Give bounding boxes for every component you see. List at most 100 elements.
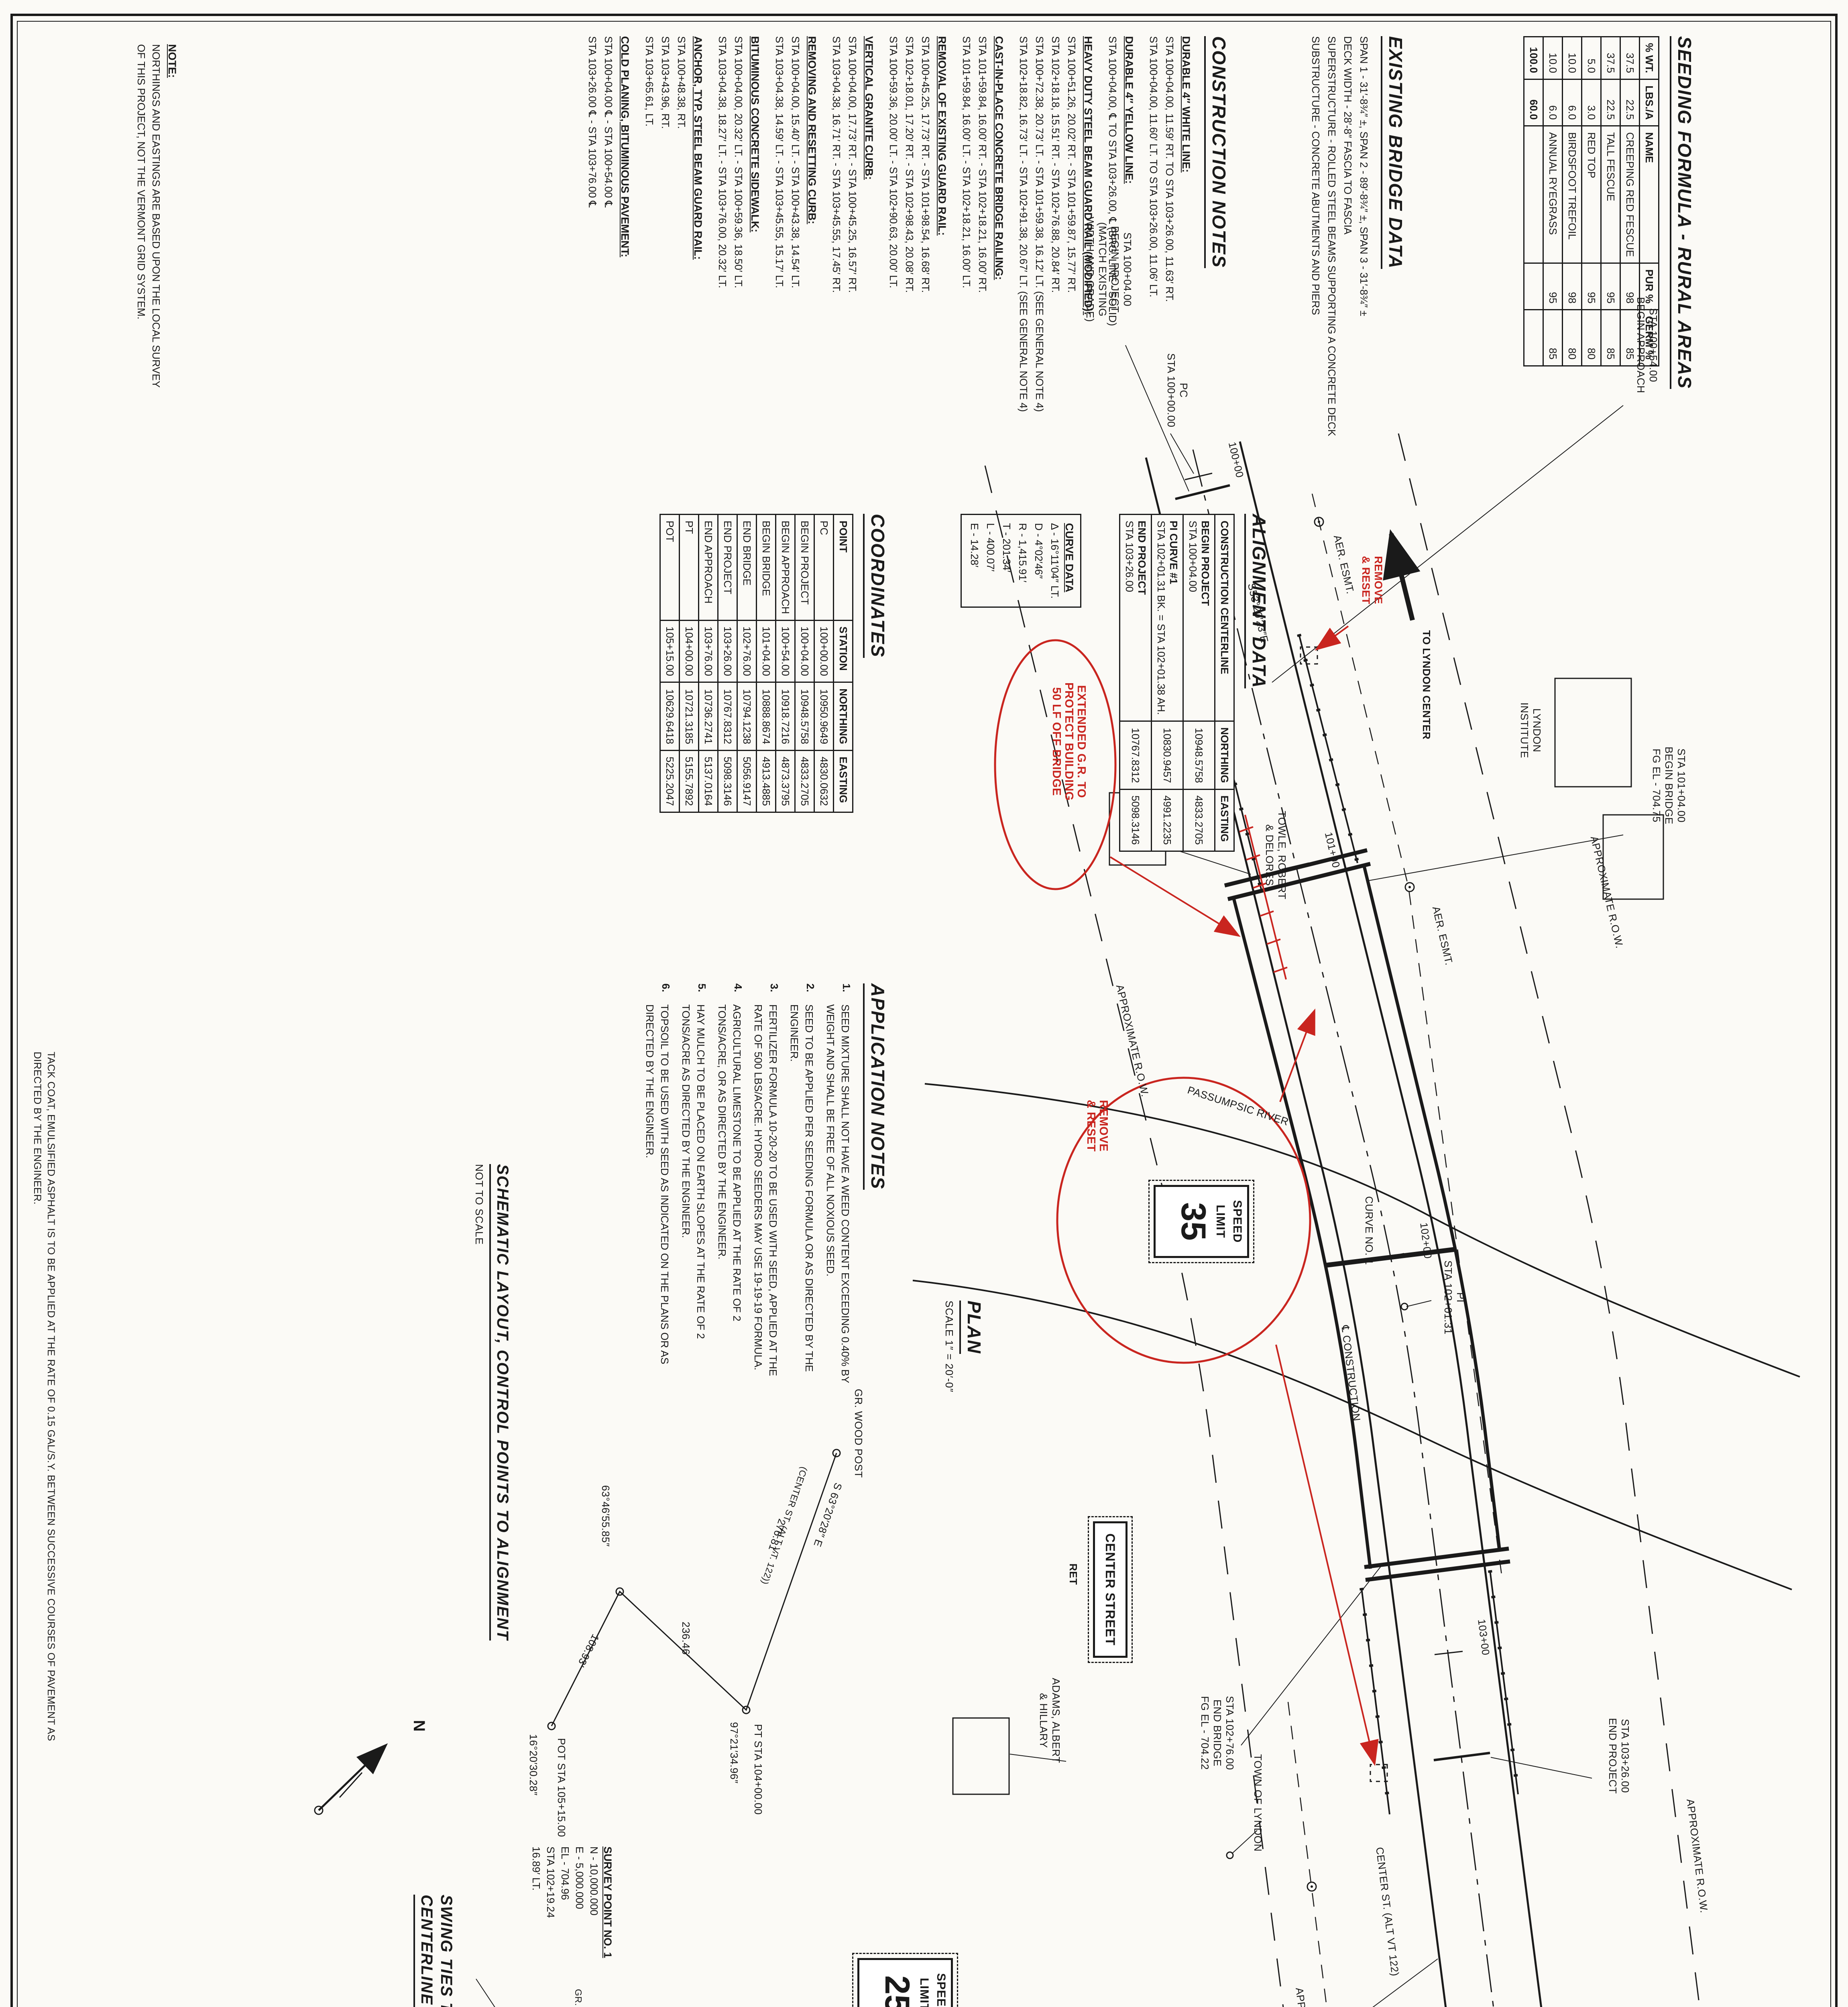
swing-tag: GR. WOOD POST [572, 1989, 584, 2007]
direction-arrows [1383, 529, 1421, 621]
coordinates-heading: COORDINATES [863, 514, 889, 658]
existing-bridge-data-section: EXISTING BRIDGE DATA SPAN 1 - 31′-8¾″ ±,… [1308, 36, 1406, 436]
station-ticks [1175, 472, 1490, 1761]
tack-coat-note: TACK COAT, EMULSIFIED ASPHALT IS TO BE A… [32, 1052, 57, 1741]
construction-notes-heading: CONSTRUCTION NOTES [1204, 36, 1230, 268]
label-north: N [410, 1720, 428, 1732]
passumpsic-river-banks [912, 1083, 1800, 1590]
note-group: VERTICAL GRANITE CURB: STA 100+04.00, 17… [830, 36, 875, 293]
utility-poles [1307, 517, 1415, 1892]
application-notes-heading: APPLICATION NOTES [863, 983, 889, 1190]
schematic-label-ang3: 16°20′30.28″ [527, 1734, 539, 1796]
label-leaders [1009, 345, 1624, 2007]
alignment-data-section: ALIGNMENT DATA CONSTRUCTION CENTERLINE N… [961, 514, 1270, 852]
seeding-formula-section: SEEDING FORMULA - RURAL AREAS % WT. LBS.… [1523, 36, 1695, 389]
seeding-heading: SEEDING FORMULA - RURAL AREAS [1670, 36, 1695, 389]
schematic-label-pt: PT STA 104+00.00 [752, 1724, 764, 1815]
schematic-label-ang1: 63°46′55.85″ [600, 1485, 612, 1547]
swing-tie-diagrams [476, 1979, 575, 2007]
north-arrow [314, 1743, 388, 1815]
note-group: ANCHOR, TYP. STEEL BEAM GUARD RAIL: STA … [643, 36, 704, 260]
speed-limit-25-sign: SPEED LIMIT 25 [851, 1954, 960, 2007]
aerial-easement-lines [1287, 493, 1503, 2007]
schematic-label-ang2: 97°21′34.96″ [728, 1722, 740, 1784]
alignment-table: CONSTRUCTION CENTERLINE NORTHING EASTING… [1119, 514, 1235, 852]
bridge-data-line: DECK WIDTH - 28′-8″ FASCIA TO FASCIA [1342, 36, 1354, 235]
red-note-remove-reset: REMOVE& RESET [1085, 1100, 1110, 1152]
note-item: 1.SEED MIXTURE SHALL NOT HAVE A WEED CON… [824, 983, 853, 1383]
col-header: LBS./A [1639, 79, 1659, 126]
swing-ties-point-1: SURVEY POINT NO. 1 N - 10,000.000 E - 5,… [530, 1846, 614, 1958]
note-item: 2.SEED TO BE APPLIED PER SEEDING FORMULA… [788, 983, 816, 1372]
application-notes-section: APPLICATION NOTES 1.SEED MIXTURE SHALL N… [636, 983, 889, 1385]
center-street-sign: CENTER STREET [1091, 1500, 1129, 1679]
table-header-row: CONSTRUCTION CENTERLINE NORTHING EASTING [1215, 514, 1234, 851]
label-to-lyndon-center: TO LYNDON CENTER [1421, 630, 1433, 740]
red-note-remove-reset: REMOVE& RESET [1360, 556, 1384, 605]
note-group: REMOVING AND RESETTING CURB: STA 100+04.… [773, 36, 818, 288]
col-header: % WT. [1639, 37, 1659, 79]
label-town-of-lyndon: TOWN OF LYNDON [1252, 1754, 1264, 1852]
label-towle-property: TOWLE, ROBERT& DELORES [1264, 811, 1288, 900]
note-group: BITUMINOUS CONCRETE SIDEWALK: STA 100+04… [716, 36, 761, 288]
note-item: 6.TOPSOIL TO BE USED WITH SEED AS INDICA… [644, 983, 672, 1364]
schematic-diagram [547, 1449, 841, 1730]
bridge-data-line: SUPERSTRUCTURE - ROLLED STEEL BEAMS SUPP… [1326, 36, 1338, 436]
note-item: 3.FERTILIZER FORMULA 10-20-20 TO BE USED… [752, 983, 780, 1376]
note-item: 5.HAY MULCH TO BE PLACED ON EARTH SLOPES… [680, 983, 708, 1339]
label-adams-property: ADAMS, ALBERT& HILLARY [1038, 1678, 1062, 1763]
swing-ties-heading: SWING TIES TO CENTERLINE CONSTRUCTION [413, 1895, 455, 2007]
speed-limit-35-sign: SPEED LIMIT 35 [1147, 1181, 1256, 1262]
coordinates-section: COORDINATES POINT STATION NORTHING EASTI… [659, 514, 889, 813]
plan-heading-block: PLAN SCALE 1″ = 20′-0″ [943, 1301, 985, 1392]
label-retain: RET [1067, 1563, 1079, 1585]
bridge-data-heading: EXISTING BRIDGE DATA [1381, 36, 1406, 269]
buildings [952, 678, 1664, 1795]
note-group: CAST-IN-PLACE CONCRETE BRIDGE RAILING: S… [961, 36, 1005, 293]
schematic-label-dist2: 236.46′ [680, 1622, 692, 1657]
red-markup [994, 625, 1379, 1766]
bridge-structure [1224, 848, 1510, 1582]
roadway [1145, 441, 1620, 2007]
plan-sign-markers [1300, 646, 1388, 1782]
note-group: REMOVAL OF EXISTING GUARD RAIL: STA 100+… [887, 36, 948, 293]
note-item: 4.AGRICULTURAL LIMESTONE TO BE APPLIED A… [716, 983, 744, 1321]
bridge-data-line: SPAN 1 - 31′-8¾″ ±, SPAN 2 - 89′-8¾″ ±, … [1358, 36, 1370, 316]
survey-note: NOTE: NORTHINGS AND EASTINGS ARE BASED U… [135, 44, 178, 388]
schematic-label-post: GR. WOOD POST [853, 1389, 865, 1478]
table-header-row: POINT STATION NORTHING EASTING [833, 514, 853, 812]
label-curve-no-1: CURVE NO. 1 [1363, 1196, 1375, 1265]
bridge-data-line: SUBSTRUCTURE - CONCRETE ABUTMENTS AND PI… [1310, 36, 1322, 315]
note-group: COLD PLANING, BITUMINOUS PAVEMENT: STA 1… [586, 36, 631, 257]
curve-data-box: CURVE DATA Δ - 16°11′04″ LT. D - 4°02′46… [961, 514, 1081, 608]
right-of-way-lines [984, 433, 1777, 2007]
col-header: NAME [1639, 126, 1659, 263]
